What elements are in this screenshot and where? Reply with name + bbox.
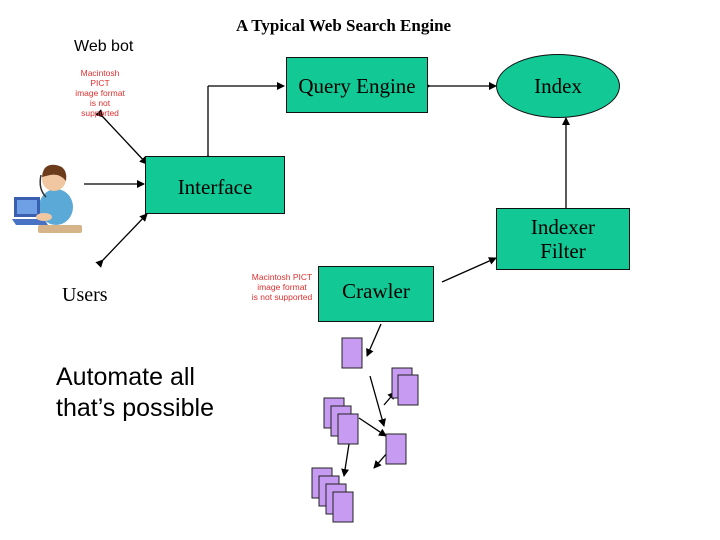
arrow-webbot-interface [95,109,148,165]
arrow-crawler-filter [441,257,497,283]
arrow-graph-1 [369,375,386,427]
arrow-graph-3 [358,417,387,437]
web-page-icon [397,374,419,406]
arrow-users-interface [95,213,148,268]
query-engine-node: Query Engine [286,57,428,113]
users-label: Users [62,284,108,306]
crawler-node: Crawler [318,266,434,322]
web-page-icon [385,433,407,465]
web-page-icon [337,413,359,445]
web-bot-label: Web bot [74,38,134,55]
user-at-computer-icon [12,164,82,233]
index-node: Index [496,54,620,118]
web-page-icon [332,491,354,523]
arrow-crawler-pages [366,323,382,357]
automate-caption: Automate all that’s possible [56,363,214,422]
arrow-graph-5 [341,443,350,477]
slide-title: A Typical Web Search Engine [236,16,452,35]
web-pages-graph [311,337,419,523]
unsupported-image-placeholder-mid: Macintosh PICT image format is not suppo… [251,272,313,302]
indexer-filter-node: Indexer Filter [496,208,630,270]
web-page-icon [341,337,363,369]
unsupported-image-placeholder-top: Macintosh PICT image format is not suppo… [75,68,125,118]
interface-node: Interface [145,156,285,214]
